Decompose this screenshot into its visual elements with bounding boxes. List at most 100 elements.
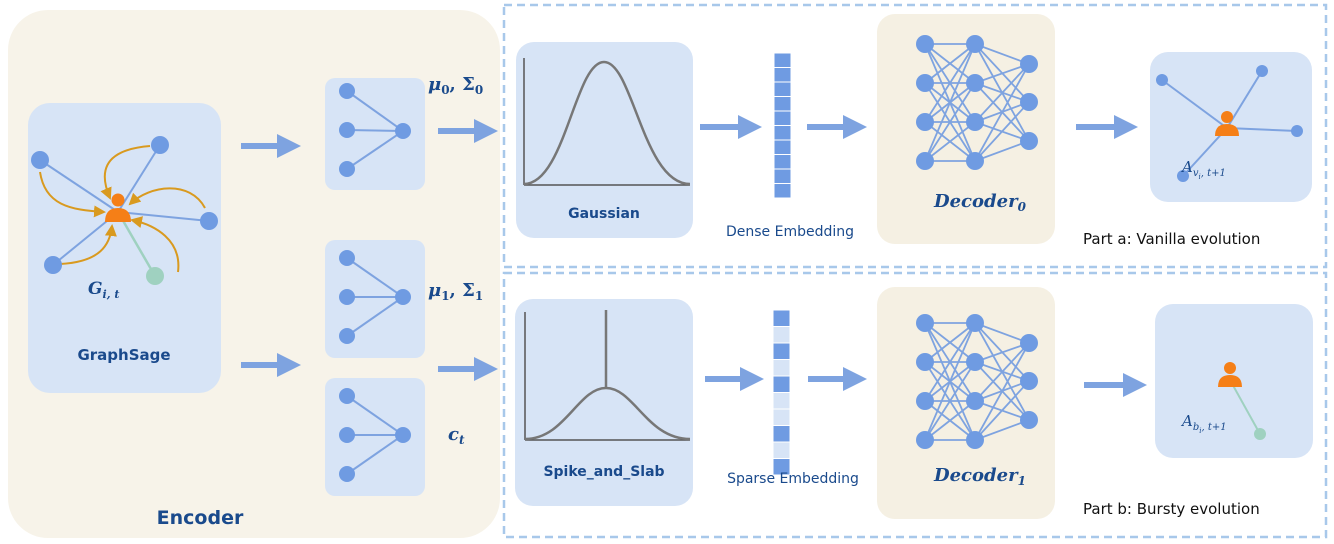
graph-node <box>151 136 169 154</box>
network-edge <box>924 322 976 363</box>
user-icon <box>1218 362 1242 387</box>
output-graph-b <box>1155 304 1313 458</box>
gaussian-box <box>516 42 693 238</box>
decoder0-network <box>916 35 1038 170</box>
user-icon <box>105 193 131 222</box>
param-mu1-sigma1: μ1, Σ1 <box>428 280 483 303</box>
network-node <box>966 392 984 410</box>
gaussian-label: Gaussian <box>568 206 640 222</box>
network-edge <box>924 322 976 402</box>
network-node <box>916 353 934 371</box>
network-edge <box>974 380 1030 441</box>
network-edge <box>974 63 1030 162</box>
network-node <box>1020 132 1038 150</box>
encoder-head-mu0 <box>325 78 425 190</box>
user-icon <box>1215 111 1239 136</box>
network-edge <box>924 43 976 123</box>
embedding-cell <box>773 168 792 184</box>
network-node <box>916 113 934 131</box>
network-edge <box>974 101 1030 162</box>
decoder1-label: Decoder1 <box>933 465 1026 488</box>
embedding-cell <box>773 67 792 83</box>
param-mu0-sigma0: μ0, Σ0 <box>428 74 483 97</box>
dense-embedding-label: Dense Embedding <box>726 224 854 240</box>
network-edge <box>924 400 976 441</box>
network-node <box>966 74 984 92</box>
network-node <box>1020 93 1038 111</box>
dense-embedding-vector <box>773 52 792 199</box>
embedding-cell <box>772 375 791 393</box>
network-node <box>916 35 934 53</box>
graphsage-label: GraphSage <box>77 346 170 364</box>
part-a-caption: Part a: Vanilla evolution <box>1083 230 1260 248</box>
network-node <box>1020 334 1038 352</box>
part-a-frame <box>502 3 1328 269</box>
input-graph <box>31 136 218 285</box>
network-node <box>966 353 984 371</box>
network-node <box>966 314 984 332</box>
embedding-cell <box>772 326 791 344</box>
graphsage-box <box>28 103 221 393</box>
network-edge <box>974 63 1030 123</box>
output-a-label: Avi, t+1 <box>1180 158 1226 181</box>
embedding-cell <box>773 139 792 155</box>
decoder1-box <box>877 287 1055 519</box>
output-graph-a <box>1150 52 1312 202</box>
network-node <box>916 314 934 332</box>
embedding-cell <box>772 441 791 459</box>
part-b-caption: Part b: Bursty evolution <box>1083 500 1260 518</box>
spike-slab-label: Spike_and_Slab <box>543 464 664 480</box>
embedding-cell <box>773 110 792 126</box>
decoder0-label: Decoder0 <box>933 191 1027 214</box>
network-node <box>916 431 934 449</box>
encoder-head-mu1 <box>325 240 425 358</box>
network-node <box>966 35 984 53</box>
network-node <box>916 392 934 410</box>
network-node <box>966 152 984 170</box>
network-node <box>1020 411 1038 429</box>
network-edge <box>974 322 1030 344</box>
part-b-frame <box>502 271 1328 539</box>
graph-label: Gi, t <box>88 279 119 301</box>
graph-node-teal <box>146 267 164 285</box>
network-node <box>916 152 934 170</box>
network-edge <box>924 121 976 162</box>
network-edge <box>974 342 1030 363</box>
network-edge <box>924 322 976 441</box>
embedding-cell <box>772 392 791 410</box>
network-edge <box>974 43 1030 65</box>
embedding-cell <box>772 309 791 327</box>
embedding-cell <box>772 458 791 476</box>
embedding-cell <box>772 342 791 360</box>
graph-node <box>200 212 218 230</box>
embedding-cell <box>773 183 792 199</box>
embedding-cell <box>773 125 792 141</box>
network-edge <box>924 43 976 162</box>
network-edge <box>924 43 976 84</box>
network-edge <box>974 342 1030 441</box>
network-edge <box>974 419 1030 441</box>
embedding-cell <box>772 408 791 426</box>
decoder1-network <box>916 314 1038 449</box>
encoder-head-ct <box>325 378 425 496</box>
network-edge <box>974 63 1030 84</box>
sparse-embedding-vector <box>772 309 791 476</box>
embedding-cell <box>773 154 792 170</box>
graph-node <box>31 151 49 169</box>
output-b-label: Abi, t+1 <box>1180 412 1227 435</box>
param-ct: ct <box>448 424 465 447</box>
embedding-cell <box>773 96 792 112</box>
network-edge <box>974 140 1030 162</box>
embedding-cell <box>772 359 791 377</box>
encoder-title: Encoder <box>157 507 244 529</box>
network-edge <box>924 361 976 441</box>
embedding-cell <box>773 52 792 68</box>
sparse-embedding-label: Sparse Embedding <box>727 471 859 487</box>
embedding-cell <box>773 81 792 97</box>
network-edge <box>974 342 1030 402</box>
spike-slab-box <box>515 299 693 506</box>
network-node <box>1020 372 1038 390</box>
network-edge <box>924 82 976 162</box>
network-node <box>966 113 984 131</box>
